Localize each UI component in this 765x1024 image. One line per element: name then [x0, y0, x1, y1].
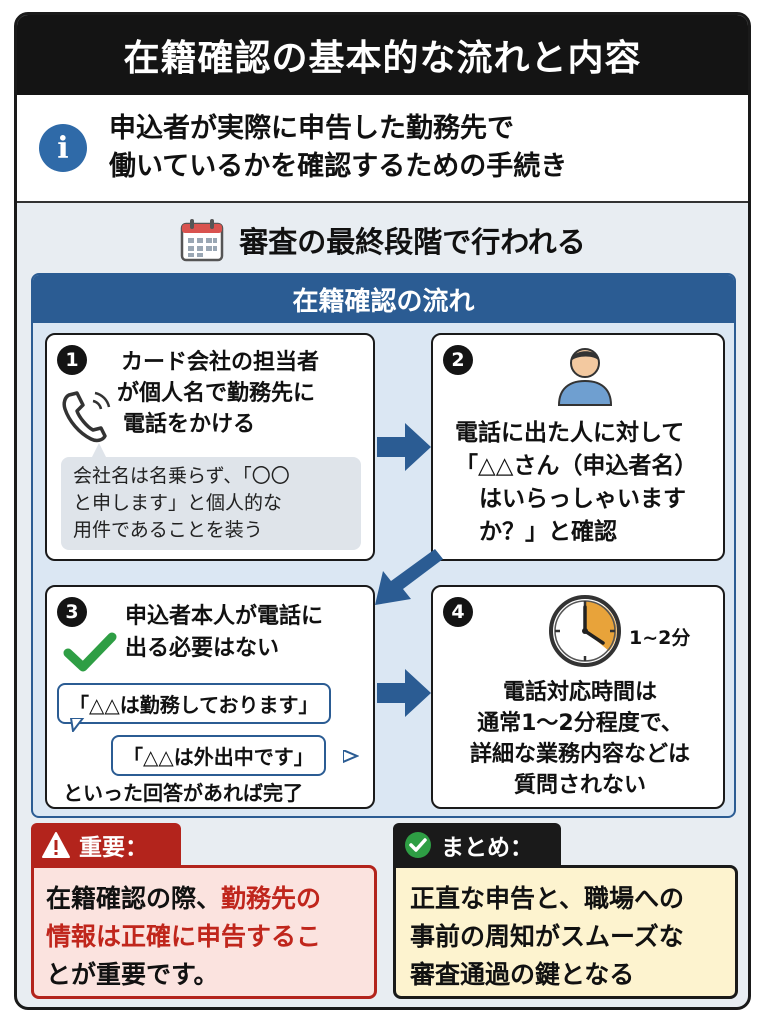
step-1-line-2: が個人名で勤務先に [117, 381, 316, 406]
summary-text: 正直な申告と、職場への 事前の周知がスムーズな 審査通過の鍵となる [410, 880, 684, 994]
step-4-line-3: 詳細な業務内容などは [469, 742, 690, 767]
step-1-number: 1 [57, 345, 87, 375]
step-1-line-3: 電話をかける [123, 412, 256, 437]
important-text-3: とが重要です。 [46, 960, 219, 989]
summary-line-1: 正直な申告と、職場への [410, 884, 685, 913]
summary-tag: まとめ： [393, 823, 561, 867]
checkmark-icon [63, 632, 117, 672]
step-3-line-2: 出る必要はない [125, 636, 280, 661]
step-4-number: 4 [443, 597, 473, 627]
clock-icon [549, 595, 621, 667]
important-text-1a: 在籍確認の際、 [46, 884, 222, 913]
step-1-note: 会社名は名乗らず、「〇〇 と申します」と個人的な 用件であることを装う [61, 457, 361, 550]
step-1-card: 1 カード会社の担当者 が個人名で勤務先に 電話をかける 会社名は名乗らず、「〇… [45, 333, 375, 561]
important-tag: 重要： [31, 823, 181, 867]
step-2-line-4: か？」と確認 [479, 519, 617, 545]
step-1-text: カード会社の担当者 が個人名で勤務先に 電話をかける [117, 347, 320, 440]
warning-icon [42, 832, 70, 858]
info-section: i 申込者が実際に申告した勤務先で 働いているかを確認するための手続き [17, 95, 748, 203]
step-4-text: 電話対応時間は 通常1〜2分程度で、 詳細な業務内容などは 質問されない [433, 677, 727, 801]
flow-heading: 在籍確認の流れ [33, 275, 734, 323]
important-text: 在籍確認の際、勤務先の 情報は正確に申告するこ とが重要です。 [46, 880, 321, 994]
step-4-card: 4 1~2分 電話対応時間は 通常1〜2分程度で、 詳細な業務内容などは 質問さ… [431, 585, 725, 809]
summary-line-2: 事前の周知がスムーズな [410, 922, 684, 951]
step-3-bubble-1: 「△△は勤務しております」 [57, 683, 331, 724]
clock-label: 1~2分 [629, 627, 691, 649]
info-text: 申込者が実際に申告した勤務先で 働いているかを確認するための手続き [109, 110, 567, 186]
arrow-1-to-2 [377, 423, 431, 471]
step-3-text: 申込者本人が電話に 出る必要はない [125, 601, 323, 665]
arrow-2-to-3 [375, 549, 443, 605]
step-1-note-line-3: 用件であることを装う [73, 519, 263, 541]
step-2-card: 2 電話に出た人に対して 「△△さん（申込者名） はいらっしゃいます か？」と確… [431, 333, 725, 561]
step-3-bubble-2: 「△△は外出中です」 [111, 735, 326, 776]
person-icon [557, 348, 613, 406]
phone-icon [62, 391, 111, 443]
note-pointer [91, 443, 107, 459]
step-3-card: 3 申込者本人が電話に 出る必要はない 「△△は勤務しております」 「△△は外出… [45, 585, 375, 809]
important-text-2: 情報は正確に申告するこ [46, 922, 322, 951]
important-box: 在籍確認の際、勤務先の 情報は正確に申告するこ とが重要です。 [31, 865, 377, 999]
check-circle-icon [405, 832, 431, 858]
arrow-3-to-4 [377, 669, 431, 717]
step-2-number: 2 [443, 345, 473, 375]
step-3-footer: といった回答があれば完了 [63, 781, 303, 805]
summary-box: 正直な申告と、職場への 事前の周知がスムーズな 審査通過の鍵となる [393, 865, 738, 999]
important-tag-label: 重要： [79, 835, 148, 861]
step-3-line-1: 申込者本人が電話に [125, 604, 324, 629]
page-title: 在籍確認の基本的な流れと内容 [17, 15, 748, 95]
info-icon: i [39, 124, 87, 172]
step-3-number: 3 [57, 597, 87, 627]
step-4-line-4: 質問されない [513, 773, 646, 798]
calendar-icon [180, 219, 224, 262]
step-2-line-2: 「△△さん（申込者名） [455, 453, 698, 479]
step-4-line-2: 通常1〜2分程度で、 [477, 711, 683, 736]
step-1-line-1: カード会社の担当者 [121, 350, 320, 375]
step-2-line-1: 電話に出た人に対して [455, 420, 685, 446]
step-2-line-3: はいらっしゃいます [479, 486, 686, 512]
bubble-2-tail [343, 750, 359, 764]
infographic-frame: 在籍確認の基本的な流れと内容 i 申込者が実際に申告した勤務先で 働いているかを… [14, 12, 751, 1010]
step-1-note-line-1: 会社名は名乗らず、「〇〇 [73, 465, 290, 487]
summary-line-3: 審査通過の鍵となる [410, 960, 635, 989]
info-line-1: 申込者が実際に申告した勤務先で [109, 113, 514, 144]
summary-tag-label: まとめ： [441, 835, 533, 861]
flow-panel: 在籍確認の流れ 1 カード会社の担当者 が個人名で勤務先に 電話をかける 会社名… [31, 273, 736, 818]
important-text-1b: 勤務先の [221, 884, 322, 913]
bubble-1-tail [69, 718, 85, 732]
info-line-2: 働いているかを確認するための手続き [109, 151, 568, 182]
step-1-note-line-2: と申します」と個人的な [73, 492, 283, 514]
stage-row: 審査の最終段階で行われる [17, 205, 748, 275]
stage-text: 審査の最終段階で行われる [239, 225, 586, 259]
step-4-line-1: 電話対応時間は [502, 680, 657, 705]
step-2-text: 電話に出た人に対して 「△△さん（申込者名） はいらっしゃいます か？」と確認 [455, 417, 697, 549]
